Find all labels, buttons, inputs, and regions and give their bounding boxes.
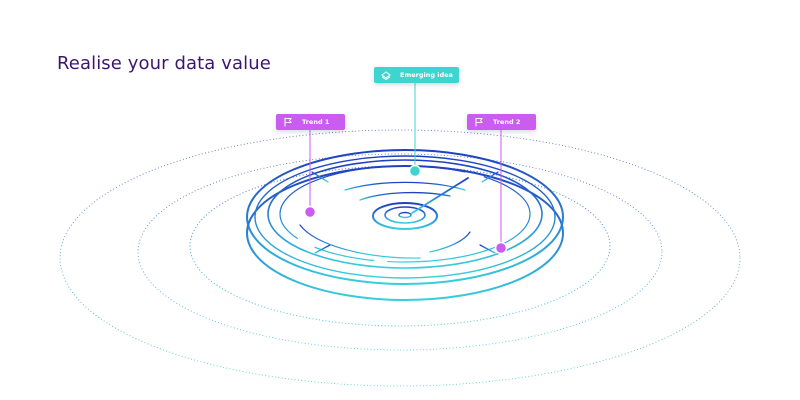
dial-inner-rim [254,155,556,279]
sweep-arc-3 [299,224,421,259]
layers-icon [380,69,392,81]
dial-track-2 [279,165,531,263]
emerging-idea-label: Emerging idea [400,71,453,79]
emerging-marker [408,164,422,178]
trend1-label: Trend 1 [302,118,330,126]
flag-icon [282,116,294,128]
emerging-idea-tag: Emerging idea [374,67,459,83]
sweep-arc-2 [359,191,451,201]
radar-dial [246,149,564,301]
trend2-tag: Trend 2 [467,114,536,130]
trend1-tag: Trend 1 [276,114,345,130]
center-ring-inner [398,211,412,219]
flag-icon [473,116,485,128]
radar-needle [411,177,469,214]
center-ring-mid [384,206,426,224]
trend2-label: Trend 2 [493,118,521,126]
trend2-marker [494,241,508,255]
trend1-marker [303,205,317,219]
page-title: Realise your data value [57,53,271,74]
orbit-rings [59,129,741,387]
orbit-ring-1 [59,129,741,387]
orbit-ring-3 [189,165,611,327]
dial-outer-rim-bottom [246,165,564,301]
sweep-arc-4 [429,231,471,253]
sweep-arc-1 [344,181,466,191]
orbit-ring-2 [137,153,663,351]
center-ring-outer [372,202,438,230]
